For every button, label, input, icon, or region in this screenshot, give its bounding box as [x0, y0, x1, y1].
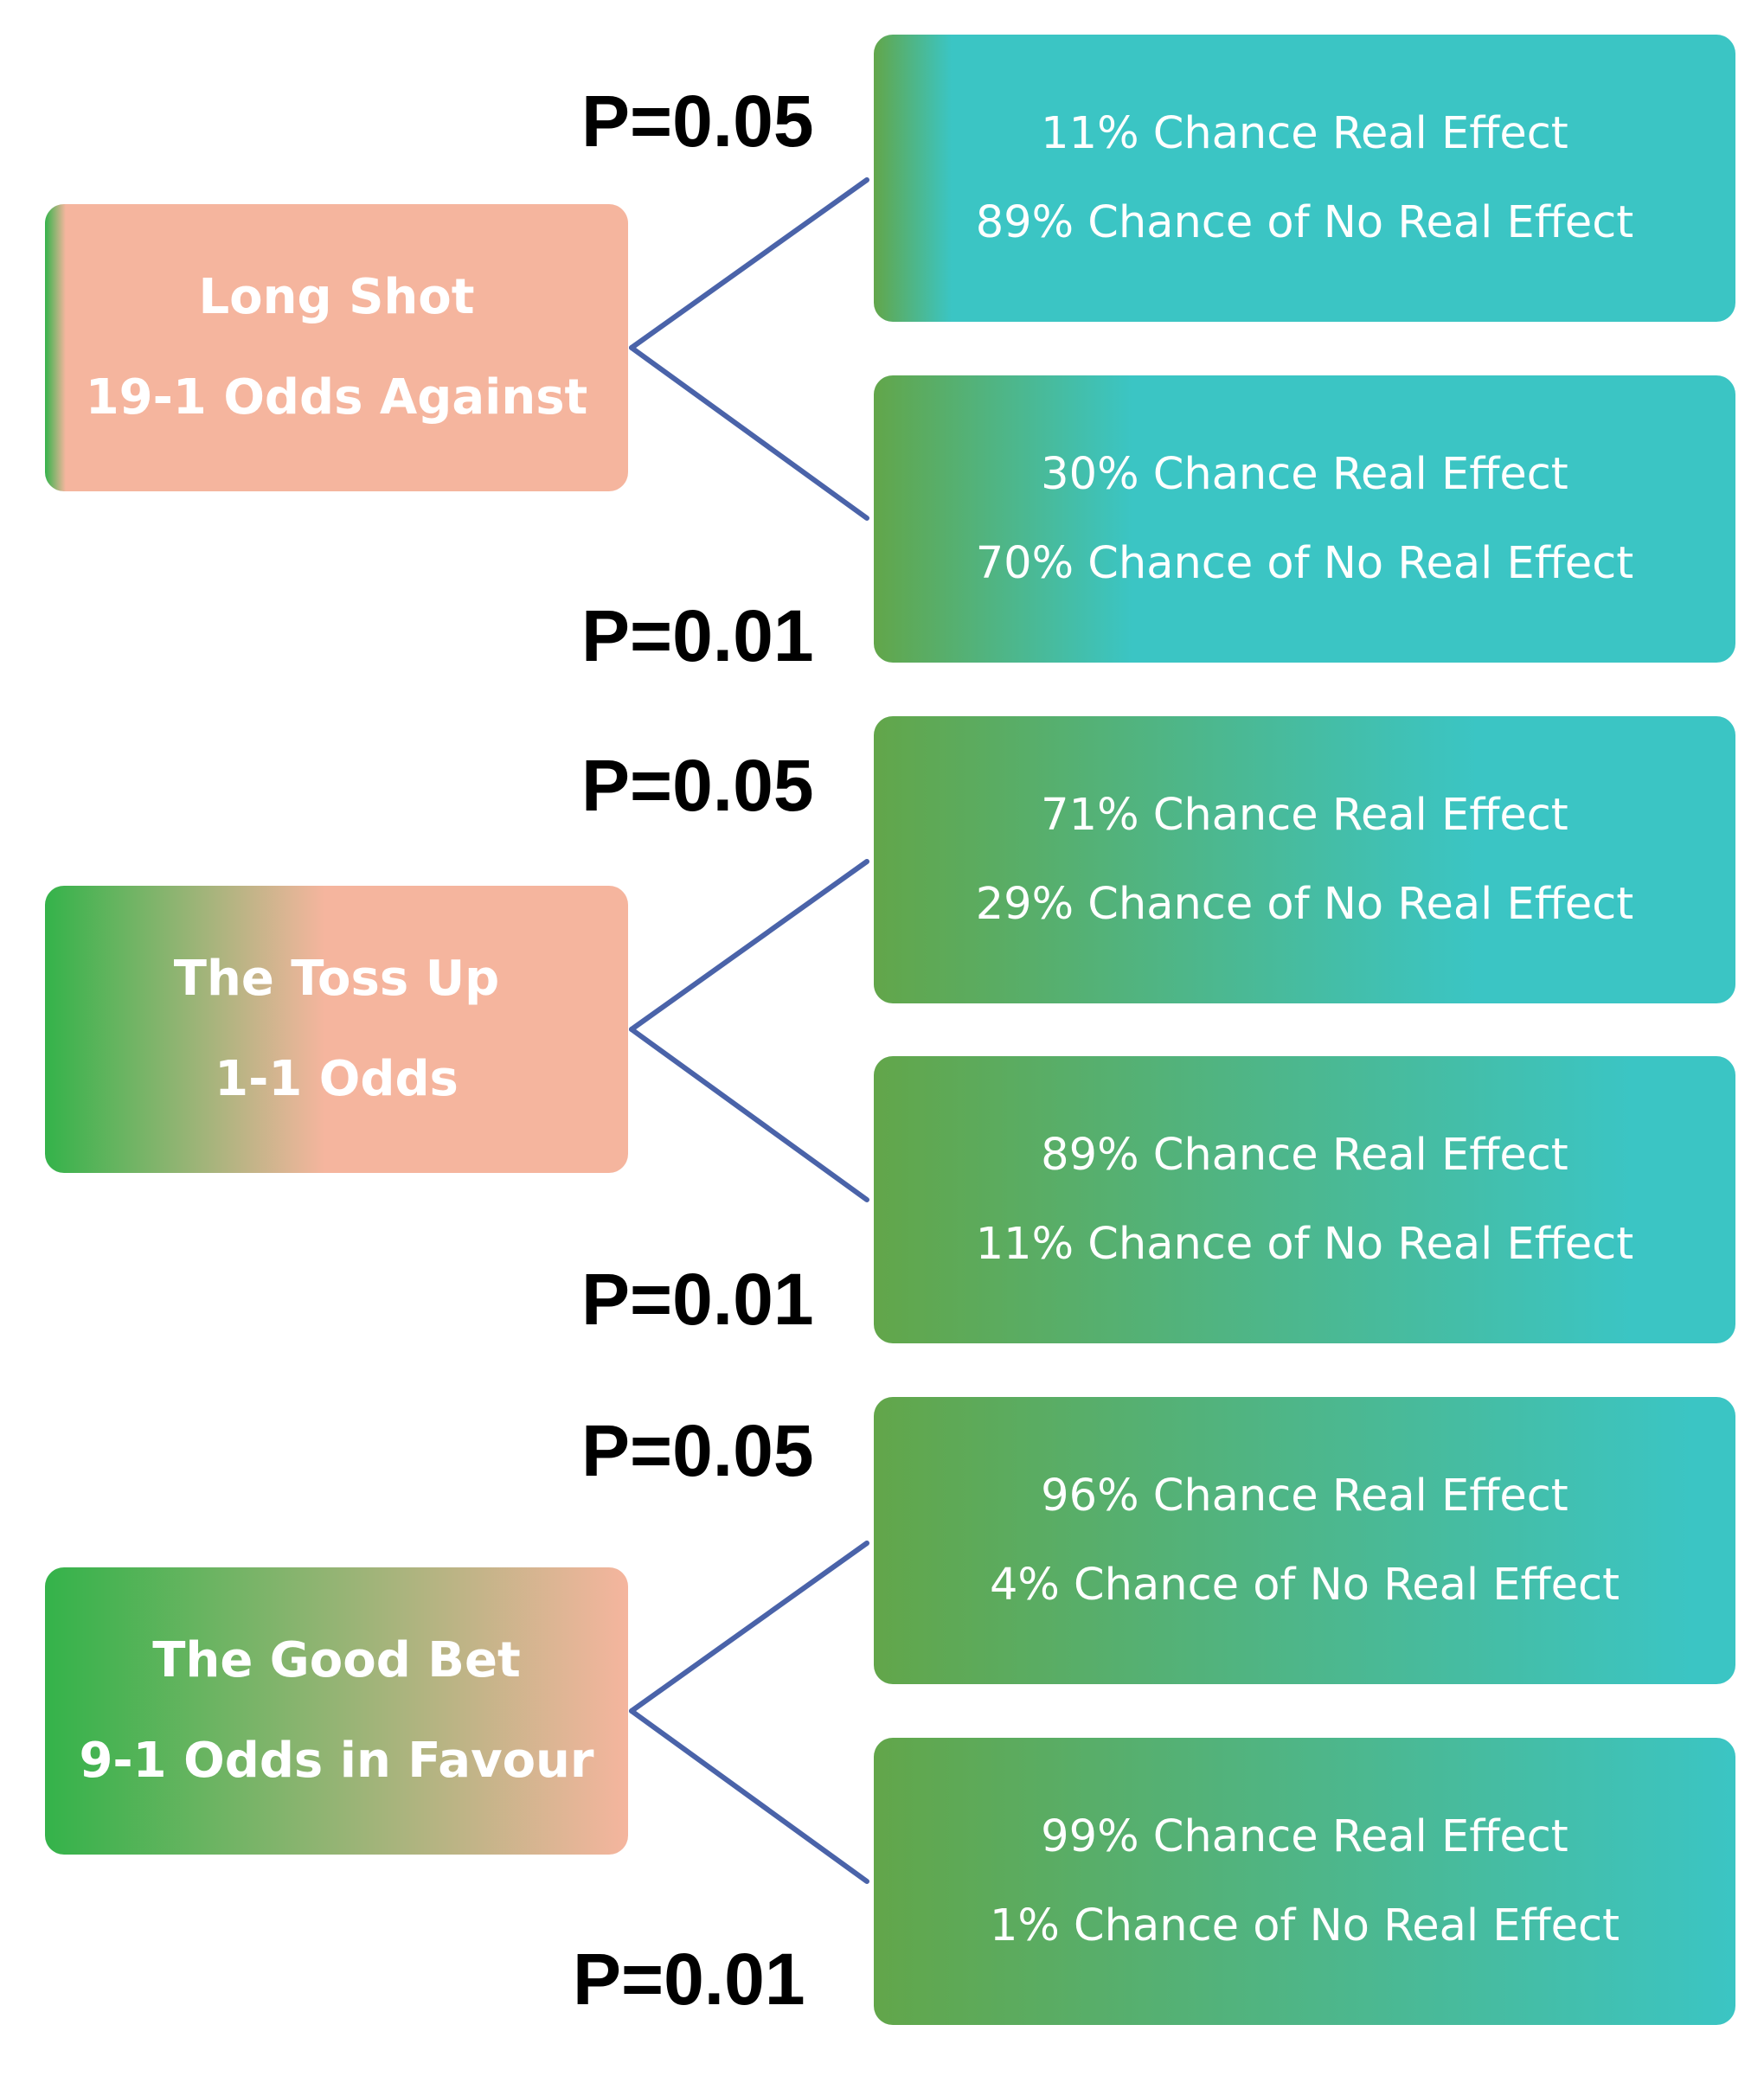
outcome-box: 96% Chance Real Effect 4% Chance of No R…: [874, 1397, 1735, 1684]
no-effect-chance: 1% Chance of No Real Effect: [989, 1900, 1620, 1951]
scenario-title: The Toss Up: [173, 951, 500, 1007]
real-effect-chance: 30% Chance Real Effect: [1041, 449, 1568, 500]
outcome-box: 71% Chance Real Effect 29% Chance of No …: [874, 716, 1735, 1003]
real-effect-chance: 71% Chance Real Effect: [1041, 790, 1568, 841]
p-value-label: P=0.05: [581, 745, 814, 826]
connector-toss-up-upper: [629, 859, 869, 1032]
connector-good-bet-upper: [629, 1541, 869, 1714]
scenario-box-long-shot: Long Shot 19-1 Odds Against: [45, 204, 628, 491]
connector-toss-up-lower: [629, 1027, 869, 1202]
connector-long-shot-lower: [629, 345, 869, 521]
p-value-label: P=0.01: [573, 1938, 805, 2020]
no-effect-chance: 4% Chance of No Real Effect: [989, 1560, 1620, 1611]
p-value-label: P=0.01: [581, 1259, 814, 1340]
connector-good-bet-lower: [629, 1708, 869, 1884]
real-effect-chance: 99% Chance Real Effect: [1041, 1811, 1568, 1862]
outcome-box: 11% Chance Real Effect 89% Chance of No …: [874, 35, 1735, 322]
outcome-box: 99% Chance Real Effect 1% Chance of No R…: [874, 1738, 1735, 2025]
p-value-label: P=0.05: [581, 1410, 814, 1491]
scenario-box-good-bet: The Good Bet 9-1 Odds in Favour: [45, 1567, 628, 1855]
scenario-odds: 9-1 Odds in Favour: [79, 1733, 594, 1789]
scenario-odds: 19-1 Odds Against: [85, 369, 588, 426]
no-effect-chance: 70% Chance of No Real Effect: [975, 538, 1634, 589]
no-effect-chance: 29% Chance of No Real Effect: [975, 879, 1634, 930]
scenario-box-toss-up: The Toss Up 1-1 Odds: [45, 886, 628, 1173]
p-value-label: P=0.05: [581, 80, 814, 162]
scenario-title: Long Shot: [198, 269, 475, 325]
outcome-box: 30% Chance Real Effect 70% Chance of No …: [874, 375, 1735, 663]
real-effect-chance: 96% Chance Real Effect: [1041, 1470, 1568, 1522]
connector-long-shot-upper: [629, 177, 869, 350]
scenario-odds: 1-1 Odds: [215, 1051, 459, 1107]
p-value-label: P=0.01: [581, 595, 814, 676]
no-effect-chance: 89% Chance of No Real Effect: [975, 197, 1634, 248]
outcome-box: 89% Chance Real Effect 11% Chance of No …: [874, 1056, 1735, 1343]
no-effect-chance: 11% Chance of No Real Effect: [975, 1219, 1634, 1270]
scenario-title: The Good Bet: [152, 1632, 521, 1688]
real-effect-chance: 89% Chance Real Effect: [1041, 1130, 1568, 1181]
real-effect-chance: 11% Chance Real Effect: [1041, 108, 1568, 159]
